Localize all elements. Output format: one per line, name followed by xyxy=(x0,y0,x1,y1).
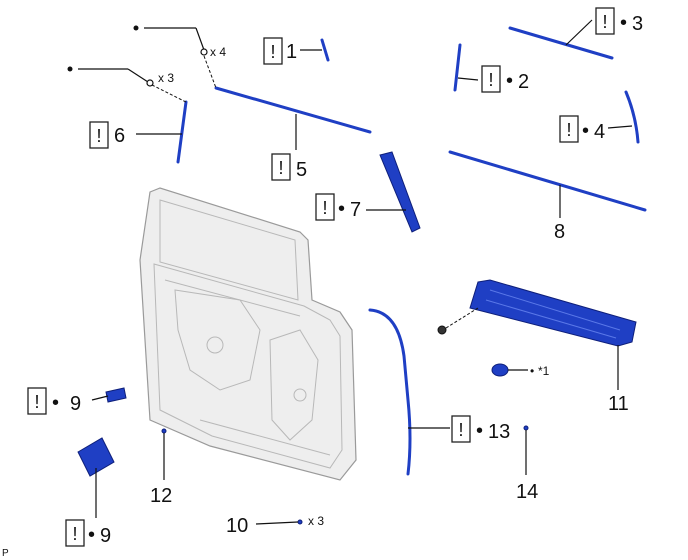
callout-10: 10 xyxy=(226,515,248,537)
svg-text:9: 9 xyxy=(70,393,81,415)
part-8 xyxy=(448,150,647,212)
callout-5: ! 5 xyxy=(271,153,307,181)
note-ref-1: • *1 xyxy=(530,364,550,378)
svg-text:!: ! xyxy=(72,524,77,544)
svg-text:!: ! xyxy=(96,126,101,146)
callout-6: ! 6 xyxy=(89,121,125,149)
callout-12: 12 xyxy=(150,485,172,507)
svg-text:!: ! xyxy=(602,12,607,32)
callout-3: ! • 3 xyxy=(595,7,643,35)
svg-text:!: ! xyxy=(488,70,493,90)
part-9b xyxy=(77,437,115,477)
leader-lines xyxy=(91,19,633,525)
callout-9a: ! • 9 xyxy=(27,387,81,415)
svg-text:•: • xyxy=(52,392,59,414)
svg-text:2: 2 xyxy=(518,71,529,93)
corner-mark: P xyxy=(2,548,9,559)
callout-1: ! 1 xyxy=(263,37,297,65)
part-ref-1 xyxy=(491,363,509,377)
svg-text:4: 4 xyxy=(594,121,605,143)
svg-text:!: ! xyxy=(566,120,571,140)
svg-text:•: • xyxy=(582,120,589,142)
callout-13: ! • 13 xyxy=(451,415,510,443)
svg-text:!: ! xyxy=(458,420,463,440)
screw-part-10: x 3 xyxy=(308,514,324,528)
svg-text:7: 7 xyxy=(350,199,361,221)
svg-text:14: 14 xyxy=(516,481,538,503)
screw-group-x4: x 4 xyxy=(133,25,226,89)
svg-text:•: • xyxy=(620,12,627,34)
svg-text:•: • xyxy=(338,198,345,220)
svg-text:5: 5 xyxy=(296,159,307,181)
svg-text:1: 1 xyxy=(286,41,297,63)
screw-group-x3a: x 3 xyxy=(67,66,187,103)
part-10 xyxy=(297,519,303,525)
callout-14: 14 xyxy=(516,481,538,503)
part-3 xyxy=(508,26,614,60)
svg-text:!: ! xyxy=(270,42,275,62)
part-2 xyxy=(453,43,462,92)
part-13 xyxy=(368,308,412,476)
part-12 xyxy=(161,428,167,434)
note-ref-label: *1 xyxy=(538,364,550,378)
callout-4: ! • 4 xyxy=(559,115,605,143)
quantity-x4: x 4 xyxy=(210,45,226,59)
part-6 xyxy=(176,100,188,164)
svg-text:8: 8 xyxy=(554,221,565,243)
part-9a xyxy=(105,387,127,403)
svg-text:13: 13 xyxy=(488,421,510,443)
quantity-x3b: x 3 xyxy=(308,514,324,528)
svg-text:!: ! xyxy=(322,198,327,218)
callout-11: 11 xyxy=(608,393,629,415)
svg-text:•: • xyxy=(88,524,95,546)
svg-text:•: • xyxy=(530,364,534,378)
svg-text:9: 9 xyxy=(100,525,111,547)
svg-text:!: ! xyxy=(34,392,39,412)
quantity-x3a: x 3 xyxy=(158,71,174,85)
door-panel xyxy=(139,187,357,481)
part-7 xyxy=(379,151,421,233)
callout-8: 8 xyxy=(554,221,565,243)
callout-9b: ! • 9 xyxy=(65,519,111,547)
part-1 xyxy=(320,38,330,62)
part-4 xyxy=(624,90,640,144)
part-14 xyxy=(523,425,529,431)
svg-text:11: 11 xyxy=(608,393,629,415)
svg-text:6: 6 xyxy=(114,125,125,147)
svg-text:•: • xyxy=(476,420,483,442)
callout-2: ! • 2 xyxy=(481,65,529,93)
callout-7: ! • 7 xyxy=(315,193,361,221)
svg-text:3: 3 xyxy=(632,13,643,35)
svg-text:•: • xyxy=(506,70,513,92)
svg-text:10: 10 xyxy=(226,515,248,537)
svg-text:!: ! xyxy=(278,158,283,178)
part-11 xyxy=(469,279,637,347)
svg-text:12: 12 xyxy=(150,485,172,507)
part-5 xyxy=(214,86,372,134)
clip-11 xyxy=(437,307,479,335)
